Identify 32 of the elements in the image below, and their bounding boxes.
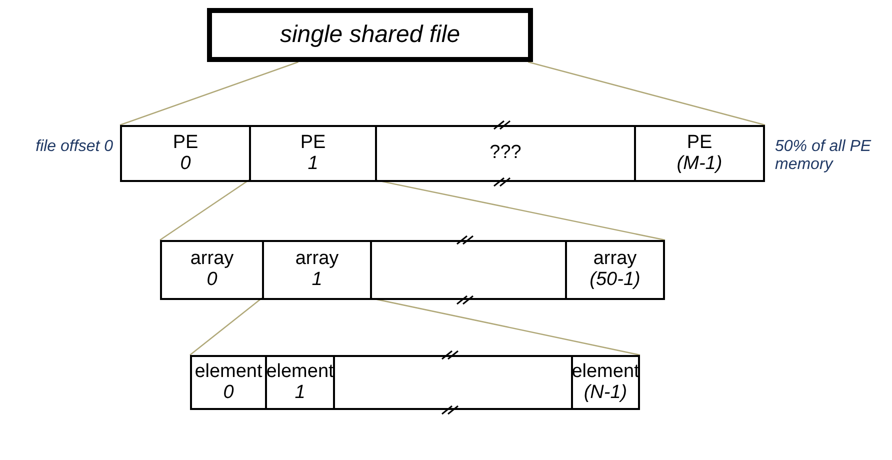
cell-index: 0: [180, 154, 191, 174]
cell-index: 0: [206, 270, 218, 291]
cell-label: array: [593, 249, 637, 270]
cell-label: array: [295, 249, 339, 270]
cell-index: 1: [312, 270, 322, 291]
cell-label: PE: [300, 132, 326, 154]
cell-label: PE: [686, 132, 712, 154]
cell-index: (50-1): [590, 270, 640, 291]
leader-line: [120, 61, 298, 126]
memory-cell: [571, 357, 638, 408]
cell-label: element: [266, 362, 334, 382]
file-title: single shared file: [280, 22, 460, 48]
memory-row: [120, 125, 765, 182]
memory-row: [190, 355, 640, 410]
cell-index: 1: [294, 382, 306, 404]
cell-label: element: [572, 362, 640, 382]
memory-cell: [265, 357, 333, 408]
offset-note: file offset 0: [34, 138, 113, 156]
cell-index: 0: [223, 382, 234, 404]
cell-index: (M-1): [676, 154, 722, 174]
cell-label: element: [194, 362, 262, 382]
cell-index: 1: [308, 154, 318, 174]
leader-line: [190, 298, 262, 356]
cell-label: array: [190, 249, 234, 270]
offset-note: 50% of all PE memory: [775, 138, 872, 175]
memory-row: [160, 240, 665, 300]
leader-line: [160, 179, 250, 241]
leader-line: [528, 61, 766, 126]
file-box: [207, 8, 533, 62]
cell-label: ???: [490, 143, 522, 164]
cell-index: (N-1): [584, 382, 628, 404]
cell-label: PE: [172, 132, 198, 154]
